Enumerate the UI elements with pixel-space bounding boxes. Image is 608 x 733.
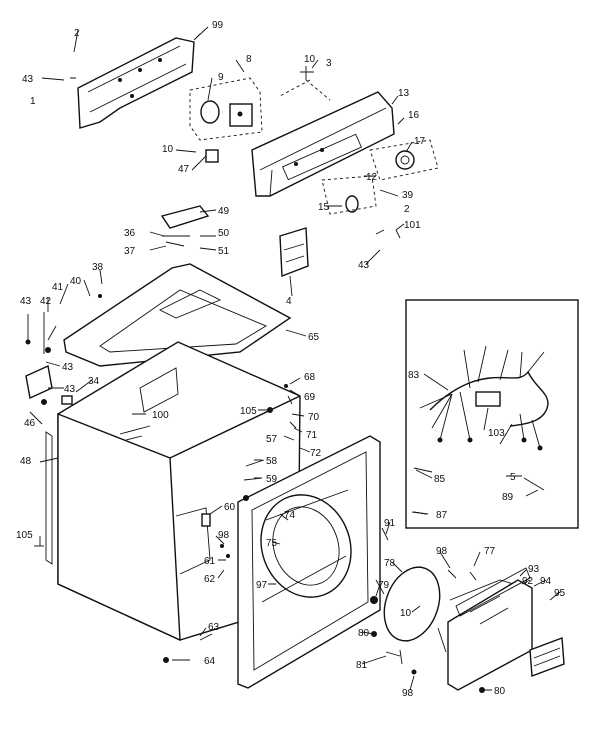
callout-98: 98	[218, 530, 230, 541]
door-assembly	[371, 527, 565, 693]
callout-87: 87	[436, 510, 448, 521]
callout-8: 8	[246, 54, 252, 65]
callout-68: 68	[304, 372, 316, 383]
callout-105: 105	[240, 406, 257, 417]
callout-99: 99	[212, 20, 224, 31]
callout-98: 98	[436, 546, 448, 557]
callout-10: 10	[400, 608, 412, 619]
callout-60: 60	[224, 502, 236, 513]
callout-92: 92	[522, 576, 534, 587]
callout-98: 98	[402, 688, 414, 699]
top-lid	[63, 263, 292, 367]
callout-94: 94	[540, 576, 552, 587]
small-bracket-parts	[160, 205, 309, 278]
callout-57: 57	[266, 434, 278, 445]
callout-65: 65	[308, 332, 320, 343]
callout-2: 2	[404, 204, 410, 215]
callout-43: 43	[62, 362, 74, 373]
callout-79: 79	[378, 580, 390, 591]
callout-42: 42	[40, 296, 52, 307]
callout-12: 12	[366, 172, 378, 183]
callout-48: 48	[20, 456, 32, 467]
callout-50: 50	[218, 228, 230, 239]
leader-lines	[29, 26, 561, 691]
callout-13: 13	[398, 88, 410, 99]
callout-91: 91	[384, 518, 396, 529]
callout-71: 71	[306, 430, 318, 441]
callout-81: 81	[356, 660, 368, 671]
callout-80: 80	[358, 628, 370, 639]
callout-17: 17	[414, 136, 426, 147]
callout-69: 69	[304, 392, 316, 403]
callout-97: 97	[256, 580, 268, 591]
callout-59: 59	[266, 474, 278, 485]
callout-39: 39	[402, 190, 414, 201]
callout-34: 34	[88, 376, 100, 387]
callout-10: 10	[162, 144, 174, 155]
callout-37: 37	[124, 246, 136, 257]
callout-75: 75	[266, 538, 278, 549]
wiring-harness-inset	[405, 299, 579, 529]
callout-4: 4	[286, 296, 292, 307]
callout-38: 38	[92, 262, 104, 273]
callout-10: 10	[304, 54, 316, 65]
left-side-fasteners	[25, 312, 73, 405]
callout-78: 78	[384, 558, 396, 569]
callout-83: 83	[408, 370, 420, 381]
callout-63: 63	[208, 622, 220, 633]
callout-85: 85	[434, 474, 446, 485]
callout-61: 61	[204, 556, 216, 567]
callout-80: 80	[494, 686, 506, 697]
callout-43: 43	[20, 296, 32, 307]
callout-62: 62	[204, 574, 216, 585]
callout-36: 36	[124, 228, 136, 239]
callout-93: 93	[528, 564, 540, 575]
callout-95: 95	[554, 588, 566, 599]
callout-100: 100	[152, 410, 169, 421]
callout-49: 49	[218, 206, 230, 217]
callout-77: 77	[484, 546, 496, 557]
callout-43: 43	[64, 384, 76, 395]
control-panel	[251, 91, 439, 239]
callout-72: 72	[310, 448, 322, 459]
callout-58: 58	[266, 456, 278, 467]
callout-103: 103	[488, 428, 505, 439]
callout-43: 43	[22, 74, 34, 85]
callout-5: 5	[510, 472, 516, 483]
callout-9: 9	[218, 72, 224, 83]
callout-64: 64	[204, 656, 216, 667]
callout-1: 1	[30, 96, 36, 107]
callout-47: 47	[178, 164, 190, 175]
callout-101: 101	[404, 220, 421, 231]
callout-41: 41	[52, 282, 64, 293]
callout-2: 2	[74, 28, 80, 39]
callout-3: 3	[326, 58, 332, 69]
rear-console-bracket	[70, 33, 201, 129]
callout-70: 70	[308, 412, 320, 423]
callout-16: 16	[408, 110, 420, 121]
callout-74: 74	[284, 510, 296, 521]
callout-labels: 99 2 43 1 8 10 3 9 13 16 17 10 47 12 39 …	[16, 20, 566, 699]
callout-46: 46	[24, 418, 36, 429]
callout-43: 43	[358, 260, 370, 271]
callout-51: 51	[218, 246, 230, 257]
callout-105: 105	[16, 530, 33, 541]
callout-89: 89	[502, 492, 514, 503]
front-panel	[237, 435, 381, 689]
misc-hardware	[34, 384, 297, 663]
callout-15: 15	[318, 202, 330, 213]
callout-40: 40	[70, 276, 82, 287]
